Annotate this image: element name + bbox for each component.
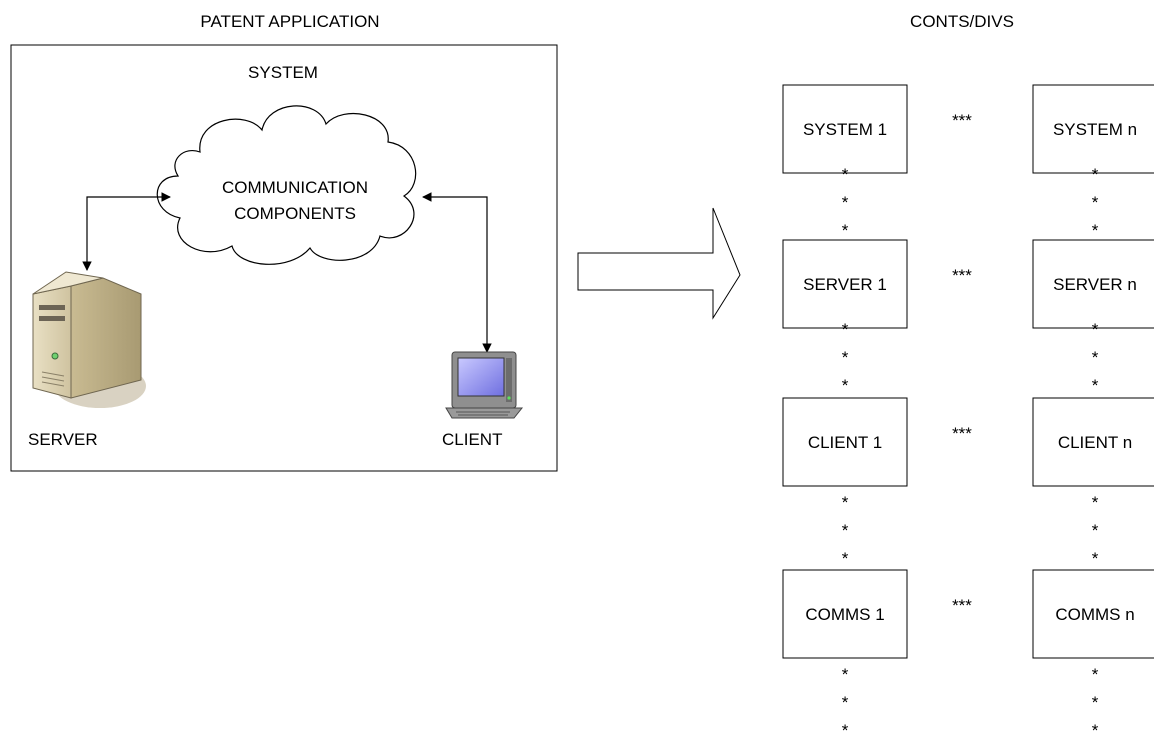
grid-box-right-1 (1032, 84, 1154, 174)
vertical-dot-left-4-2: * (842, 693, 849, 712)
client-label: CLIENT (442, 430, 502, 449)
vertical-dot-right-1-1: * (1092, 165, 1099, 184)
vertical-dot-left-2-3: * (842, 376, 849, 395)
cloud-label-line-1: COMMUNICATION (222, 178, 368, 197)
vertical-dot-right-4-2: * (1092, 693, 1099, 712)
grid-box-left-1 (782, 84, 908, 174)
vertical-dot-left-1-1: * (842, 165, 849, 184)
vertical-dot-left-3-2: * (842, 521, 849, 540)
grid-box-right-4 (1032, 569, 1154, 659)
vertical-dot-left-2-1: * (842, 320, 849, 339)
vertical-dot-left-4-1: * (842, 665, 849, 684)
grid-label-left-3: CLIENT 1 (808, 433, 882, 452)
grid-layer: SYSTEM 1***SYSTEM n******SERVER 1***SERV… (782, 84, 1154, 738)
vertical-dot-left-2-2: * (842, 348, 849, 367)
grid-label-right-3: CLIENT n (1058, 433, 1132, 452)
grid-label-left-4: COMMS 1 (805, 605, 884, 624)
vertical-dot-right-2-1: * (1092, 320, 1099, 339)
system-frame-title: SYSTEM (248, 63, 318, 82)
server-tower-icon (32, 271, 146, 408)
cloud-icon (156, 105, 417, 265)
grid-box-right-3 (1032, 397, 1154, 487)
column-ellipsis-2: *** (952, 266, 972, 285)
conts-divs-heading: CONTS/DIVS (910, 12, 1014, 31)
vertical-dot-right-3-2: * (1092, 521, 1099, 540)
vertical-dot-left-1-3: * (842, 221, 849, 240)
column-ellipsis-3: *** (952, 424, 972, 443)
grid-box-right-2 (1032, 239, 1154, 329)
vertical-dot-left-1-2: * (842, 193, 849, 212)
vertical-dot-right-2-2: * (1092, 348, 1099, 367)
column-ellipsis-4: *** (952, 596, 972, 615)
grid-box-left-3 (782, 397, 908, 487)
vertical-dot-right-3-1: * (1092, 493, 1099, 512)
patent-application-heading: PATENT APPLICATION (200, 12, 379, 31)
vertical-dot-right-1-2: * (1092, 193, 1099, 212)
cloud-label-line-2: COMPONENTS (234, 204, 356, 223)
grid-box-left-4 (782, 569, 908, 659)
vertical-dot-right-4-1: * (1092, 665, 1099, 684)
server-cloud-connector (82, 192, 171, 271)
server-label: SERVER (28, 430, 98, 449)
column-ellipsis-1: *** (952, 111, 972, 130)
grid-label-right-2: SERVER n (1053, 275, 1137, 294)
vertical-dot-right-1-3: * (1092, 221, 1099, 240)
vertical-dot-left-4-3: * (842, 721, 849, 738)
vertical-dot-left-3-1: * (842, 493, 849, 512)
vertical-dot-right-3-3: * (1092, 549, 1099, 568)
grid-label-right-1: SYSTEM n (1053, 120, 1137, 139)
grid-label-right-4: COMMS n (1055, 605, 1134, 624)
vertical-dot-left-3-3: * (842, 549, 849, 568)
grid-label-left-2: SERVER 1 (803, 275, 887, 294)
grid-box-left-2 (782, 239, 908, 329)
grid-label-left-1: SYSTEM 1 (803, 120, 887, 139)
vertical-dot-right-4-3: * (1092, 721, 1099, 738)
block-arrow-right-icon (577, 207, 741, 320)
vertical-dot-right-2-3: * (1092, 376, 1099, 395)
client-cloud-connector (422, 192, 492, 353)
desktop-computer-icon (445, 351, 524, 419)
